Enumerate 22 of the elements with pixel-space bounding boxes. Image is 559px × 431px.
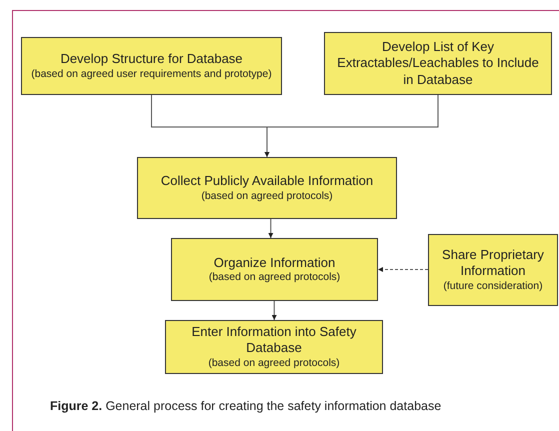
arrow: [268, 218, 274, 238]
arrow: [378, 267, 428, 272]
step-title: Develop Structure for Database: [60, 51, 243, 68]
process-box: [428, 234, 558, 306]
arrow: [264, 94, 438, 158]
step-note: (based on agreed protocols): [208, 271, 340, 284]
process-box: [21, 37, 282, 95]
step-title: Enter Information into Safety Database: [190, 324, 358, 357]
arrow: [272, 300, 277, 320]
step-title: Share Proprietary Information: [441, 247, 545, 280]
step-note: (based on agreed protocols): [208, 356, 340, 370]
process-box: [165, 320, 383, 374]
step-note: (based on agreed protocols): [201, 190, 333, 203]
process-box: [324, 32, 552, 95]
step-note: (future consideration): [443, 280, 543, 293]
step-title: Collect Publicly Available Information: [160, 173, 374, 190]
step-note: (based on agreed user requirements and prototype): [31, 68, 272, 81]
process-box: [171, 238, 378, 301]
process-box: [137, 157, 397, 219]
step-title: Organize Information: [214, 254, 336, 272]
figure-caption: Figure 2. General process for creating the safety information database: [50, 398, 442, 415]
step-title: Develop List of Key Extractables/Leachables to Include in Database: [336, 39, 540, 88]
